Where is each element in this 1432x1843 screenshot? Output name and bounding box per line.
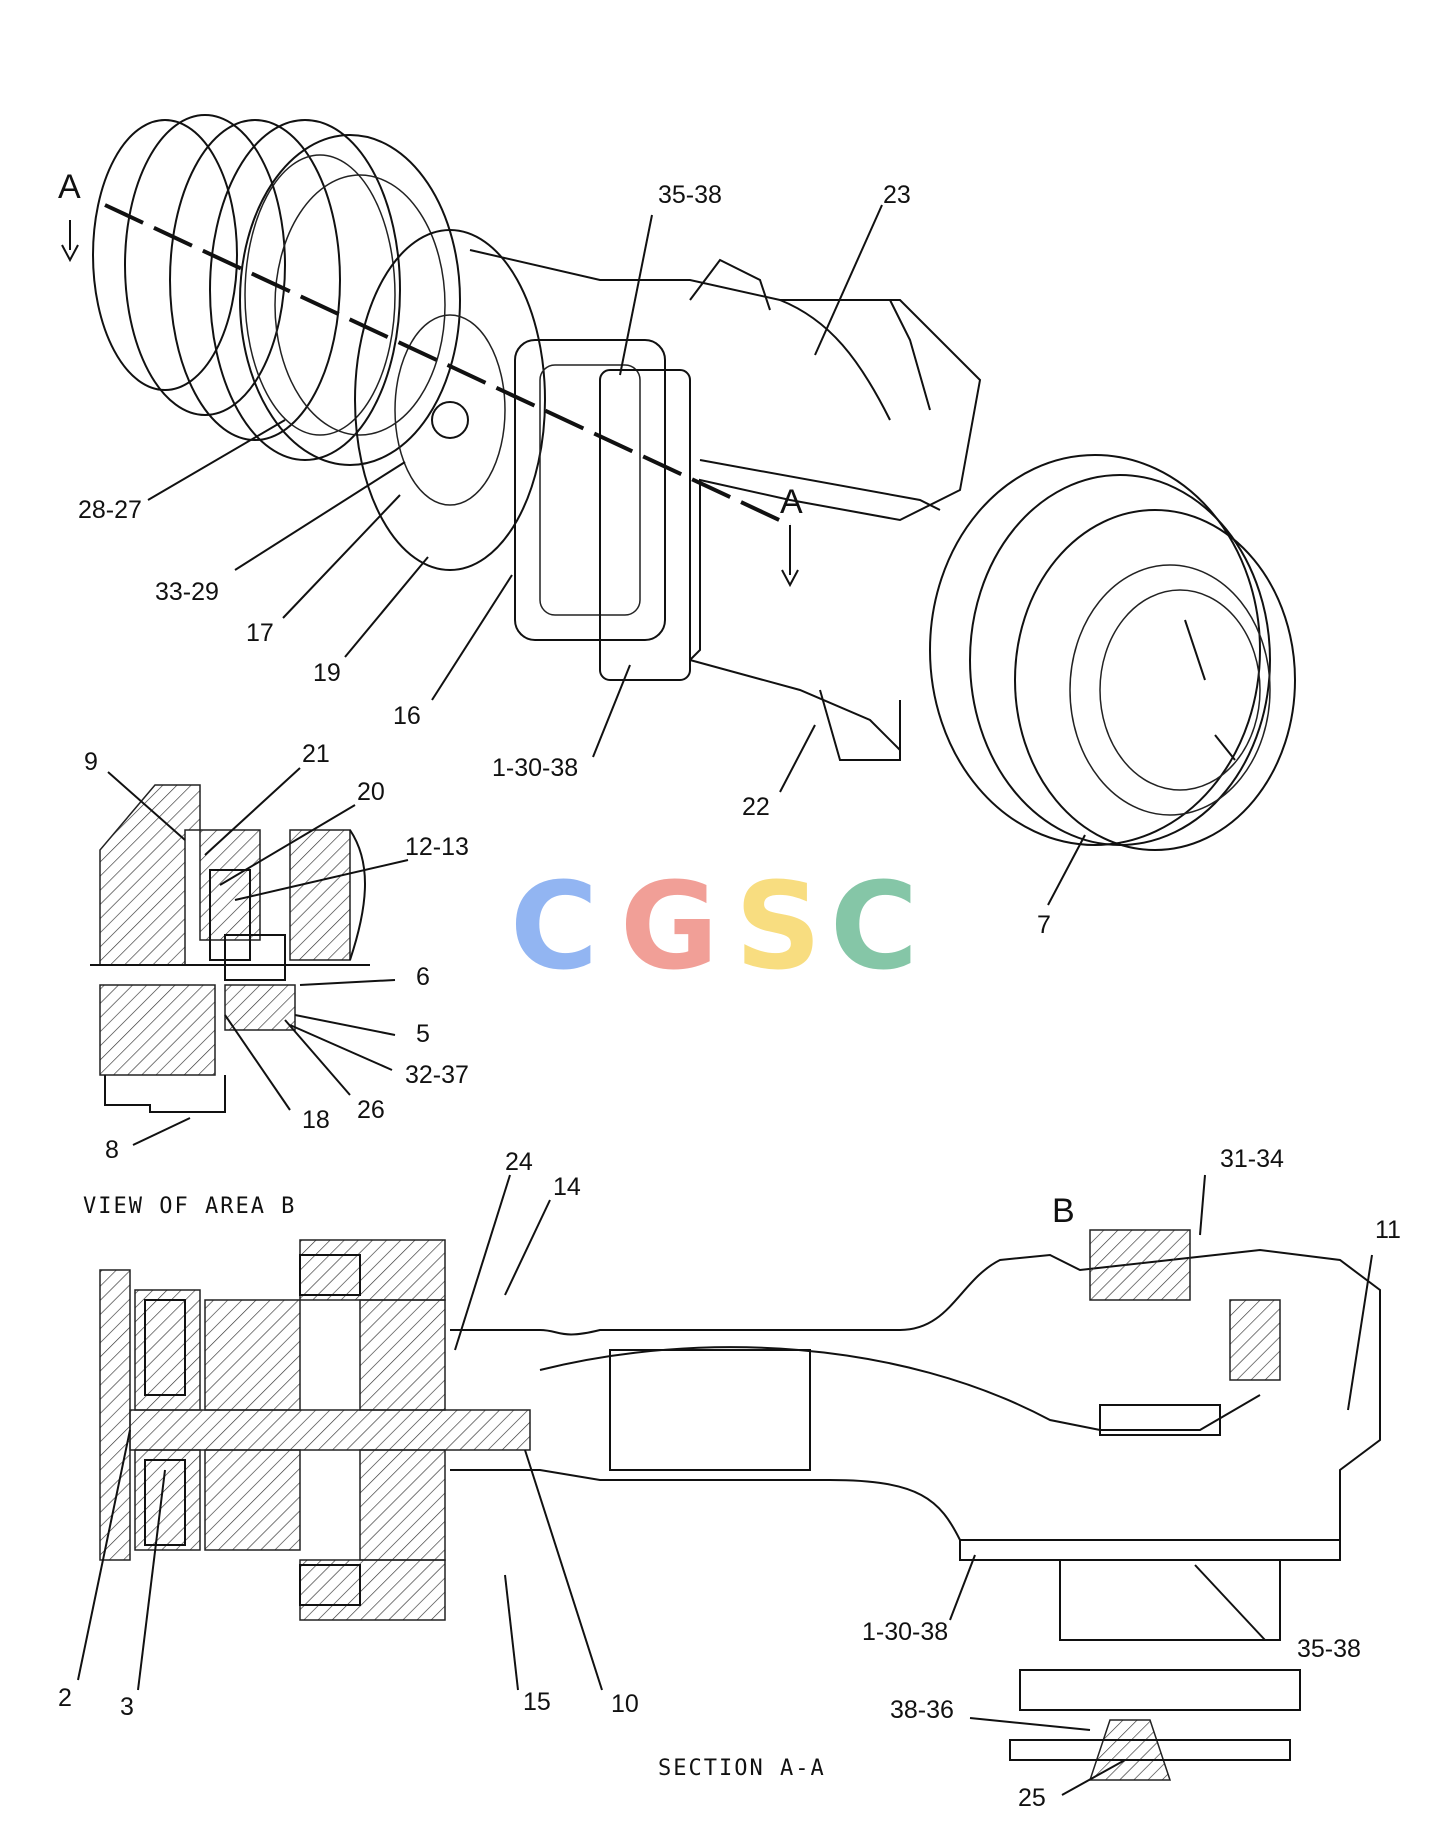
callout-16: 16 <box>393 702 421 730</box>
callout-17: 17 <box>246 619 274 647</box>
callout-26: 26 <box>357 1096 385 1124</box>
callout-15: 15 <box>523 1688 551 1716</box>
caption-view-of-area-b: VIEW OF AREA B <box>83 1194 296 1219</box>
callout-6: 6 <box>416 963 430 991</box>
callout-22: 22 <box>742 793 770 821</box>
caption-section-a-a: SECTION A-A <box>658 1756 826 1781</box>
callout-labels: 35-38 23 28-27 33-29 17 19 16 1-30-38 22… <box>58 181 1401 1812</box>
right-wheel-hub <box>929 454 1296 851</box>
brake-housing <box>354 229 691 681</box>
callout-3: 3 <box>120 1693 134 1721</box>
section-a-a-view <box>99 1229 1381 1781</box>
callout-31-34: 31-34 <box>1220 1145 1284 1173</box>
callout-9: 9 <box>84 748 98 776</box>
callout-10: 10 <box>611 1690 639 1718</box>
callout-19: 19 <box>313 659 341 687</box>
axle-isometric-view: A A <box>58 114 1296 851</box>
callout-35-38-bottom: 35-38 <box>1297 1635 1361 1663</box>
left-wheel-hub <box>92 114 461 466</box>
callout-12-13: 12-13 <box>405 833 469 861</box>
callout-20: 20 <box>357 778 385 806</box>
axle-housing-tube <box>469 249 982 761</box>
callout-24: 24 <box>505 1148 533 1176</box>
callout-5: 5 <box>416 1020 430 1048</box>
callout-8: 8 <box>105 1136 119 1164</box>
watermark-letter-1: C <box>510 858 598 997</box>
callout-11: 11 <box>1375 1216 1401 1244</box>
watermark-letter-3: S <box>735 858 821 997</box>
callout-23: 23 <box>883 181 911 209</box>
watermark-letter-2: G <box>620 858 719 997</box>
section-cut-line: A A <box>58 168 803 588</box>
leader-lines <box>77 204 1373 1796</box>
section-marker-a-top: A <box>58 168 81 206</box>
callout-32-37: 32-37 <box>405 1061 469 1089</box>
callout-28-27: 28-27 <box>78 496 142 524</box>
callout-1-30-38-bottom: 1-30-38 <box>862 1618 948 1646</box>
callout-38-36: 38-36 <box>890 1696 954 1724</box>
callout-2: 2 <box>58 1684 72 1712</box>
callout-33-29: 33-29 <box>155 578 219 606</box>
detail-view-area-b <box>90 784 370 1113</box>
watermark-letter-4: C <box>830 858 918 997</box>
detail-marker-b: B <box>1052 1192 1075 1230</box>
watermark-logo: C G S C <box>510 858 918 997</box>
callout-18: 18 <box>302 1106 330 1134</box>
section-marker-a-bottom: A <box>780 483 803 521</box>
callout-21: 21 <box>302 740 330 768</box>
callout-7: 7 <box>1037 911 1051 939</box>
callout-14: 14 <box>553 1173 581 1201</box>
callout-25: 25 <box>1018 1784 1046 1812</box>
callout-35-38-top: 35-38 <box>658 181 722 209</box>
callout-1-30-38-top: 1-30-38 <box>492 754 578 782</box>
